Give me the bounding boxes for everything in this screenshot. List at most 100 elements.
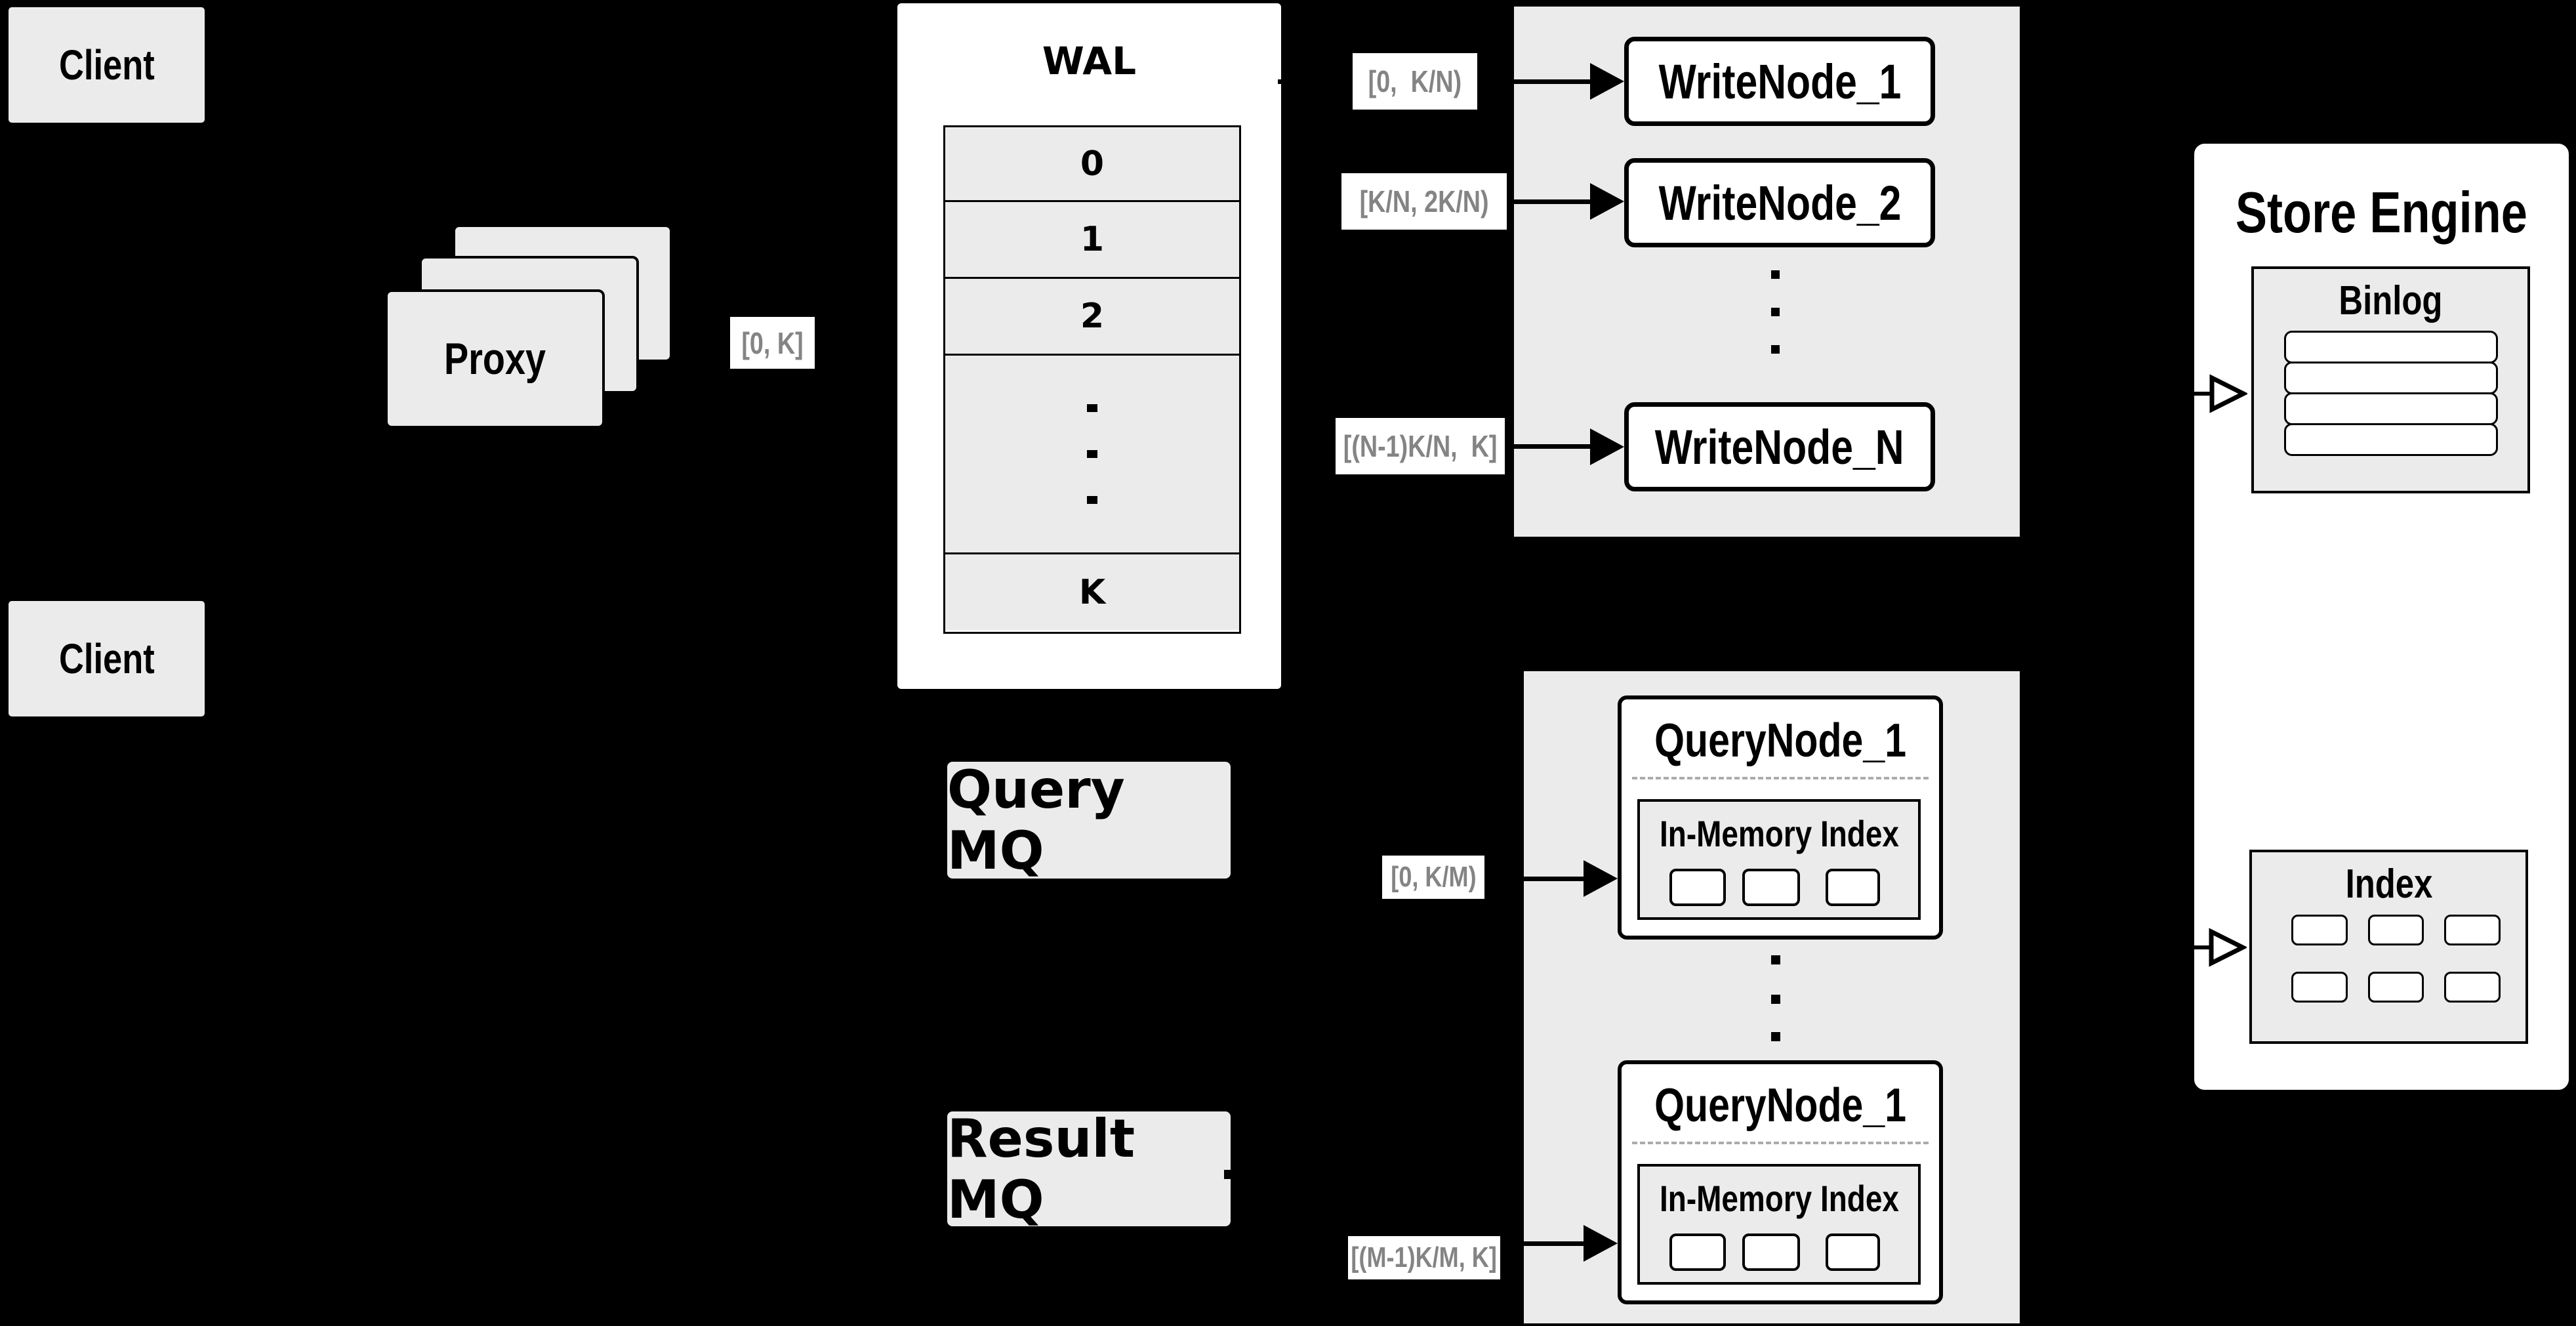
binlog-title-row: Binlog bbox=[2254, 269, 2527, 332]
wal-segment-label: 1 bbox=[1080, 220, 1105, 259]
writenode-n-label: WriteNode_N bbox=[1655, 419, 1904, 474]
write-range-label-3: [(N-1)K/N, K] bbox=[1336, 418, 1505, 474]
querynode-2-divider bbox=[1632, 1142, 1929, 1144]
in-memory-index-title-row: In-Memory Index bbox=[1640, 1167, 1918, 1230]
vertical-ellipsis-icon bbox=[1087, 404, 1097, 412]
result-mq-label: Result MQ bbox=[947, 1108, 1135, 1230]
in-memory-index-box-1: In-Memory Index bbox=[1637, 799, 1921, 920]
index-segment-chip bbox=[1826, 869, 1880, 906]
query-mq-label: Query MQ bbox=[947, 759, 1125, 881]
wal-segment-table: 0 1 2 K bbox=[943, 125, 1241, 634]
arrow-head-icon bbox=[1590, 428, 1624, 465]
open-arrow-head-icon bbox=[2209, 374, 2247, 413]
index-segment-chip bbox=[2368, 915, 2424, 945]
arrow-head-icon bbox=[1584, 860, 1618, 897]
write-range-label-2: [K/N, 2K/N) bbox=[1341, 173, 1507, 230]
index-segment-chip bbox=[1826, 1233, 1880, 1271]
write-range-label-1: [0, K/N) bbox=[1353, 53, 1477, 110]
index-segment-chip bbox=[2291, 972, 2348, 1003]
wal-ellipsis-row bbox=[945, 356, 1239, 554]
wal-box: WAL 0 1 2 K bbox=[897, 3, 1281, 689]
vertical-ellipsis-icon bbox=[1087, 496, 1097, 504]
arrow-head-icon bbox=[1590, 183, 1624, 220]
result-mq-box: Result MQ bbox=[947, 1108, 1231, 1230]
vertical-ellipsis-icon bbox=[1771, 955, 1780, 964]
query-range-label-2-text: [(M-1)K/M, K] bbox=[1351, 1241, 1498, 1274]
write-range-label-2-text: [K/N, 2K/N) bbox=[1359, 184, 1489, 218]
query-range-label-1-text: [0, K/M) bbox=[1390, 861, 1477, 893]
proxy-range-label: [0, K] bbox=[730, 317, 815, 369]
wal-segment-row: K bbox=[945, 554, 1239, 630]
proxy-range-label-text: [0, K] bbox=[741, 325, 804, 360]
index-segment-chip bbox=[2368, 972, 2424, 1003]
index-segment-chip bbox=[1742, 1233, 1800, 1271]
binlog-row bbox=[2284, 392, 2498, 425]
arrow-to-binlog bbox=[2152, 392, 2212, 396]
client-box-bottom: Client bbox=[7, 599, 207, 718]
querynode-1-title: QueryNode_1 bbox=[1654, 715, 1906, 767]
in-memory-index-label-2: In-Memory Index bbox=[1659, 1177, 1899, 1219]
binlog-title: Binlog bbox=[2339, 278, 2443, 323]
result-mq-arrow-tick bbox=[1224, 1170, 1231, 1179]
querynode-2-title: QueryNode_1 bbox=[1654, 1079, 1906, 1132]
wal-segment-label: 0 bbox=[1080, 144, 1105, 184]
wal-segment-row: 1 bbox=[945, 202, 1239, 279]
index-segment-chip bbox=[1669, 869, 1726, 906]
arrow-to-writenode-n bbox=[1505, 444, 1590, 449]
client-box-top: Client bbox=[7, 5, 207, 125]
vertical-ellipsis-icon bbox=[1771, 270, 1780, 279]
query-mq-box: Query MQ bbox=[947, 759, 1231, 881]
binlog-row bbox=[2284, 423, 2498, 456]
arrow-to-index bbox=[2152, 945, 2211, 949]
binlog-row bbox=[2284, 362, 2498, 394]
wal-segment-row: 0 bbox=[945, 127, 1239, 202]
query-range-label-1: [0, K/M) bbox=[1382, 856, 1484, 899]
wal-segment-label: 2 bbox=[1080, 297, 1105, 336]
writenode-1-label: WriteNode_1 bbox=[1658, 54, 1901, 109]
writenode-1-box: WriteNode_1 bbox=[1624, 37, 1935, 126]
open-arrow-head-icon bbox=[2209, 928, 2247, 967]
store-engine-title-row: Store Engine bbox=[2194, 170, 2569, 255]
vertical-ellipsis-icon bbox=[1771, 308, 1780, 316]
index-segment-chip bbox=[2444, 915, 2501, 945]
vertical-ellipsis-icon bbox=[1771, 1032, 1780, 1041]
index-title-row: Index bbox=[2252, 852, 2525, 915]
arrow-head-icon bbox=[1584, 1225, 1618, 1262]
proxy-front-card: Proxy bbox=[385, 289, 605, 428]
writenode-2-box: WriteNode_2 bbox=[1624, 158, 1935, 247]
store-engine-box: Store Engine Binlog Index bbox=[2192, 141, 2571, 1092]
write-range-label-1-text: [0, K/N) bbox=[1368, 64, 1462, 98]
querynode-1-title-row: QueryNode_1 bbox=[1622, 699, 1939, 782]
index-segment-chip bbox=[1742, 869, 1800, 906]
arrow-to-querynode-1 bbox=[1484, 877, 1584, 881]
querynode-2-title-row: QueryNode_1 bbox=[1622, 1064, 1939, 1147]
index-segment-chip bbox=[2291, 915, 2348, 945]
arrow-to-querynode-2 bbox=[1500, 1241, 1584, 1246]
vertical-ellipsis-icon bbox=[1771, 995, 1780, 1004]
writenode-2-label: WriteNode_2 bbox=[1658, 175, 1901, 230]
querynode-1-divider bbox=[1632, 777, 1929, 779]
querynode-2-box: QueryNode_1 In-Memory Index bbox=[1618, 1060, 1943, 1304]
binlog-box: Binlog bbox=[2251, 266, 2530, 493]
wal-title: WAL bbox=[897, 28, 1281, 94]
index-title: Index bbox=[2345, 861, 2432, 907]
querynode-1-box: QueryNode_1 In-Memory Index bbox=[1618, 695, 1943, 940]
in-memory-index-title-row: In-Memory Index bbox=[1640, 802, 1918, 865]
wal-segment-label: K bbox=[1078, 572, 1106, 612]
writenode-n-box: WriteNode_N bbox=[1624, 402, 1935, 491]
index-segment-chip bbox=[2444, 972, 2501, 1003]
store-engine-title: Store Engine bbox=[2235, 180, 2528, 245]
client-top-label: Client bbox=[58, 41, 155, 89]
arrow-head-icon bbox=[1590, 63, 1624, 100]
write-range-label-3-text: [(N-1)K/N, K] bbox=[1343, 429, 1498, 463]
client-bottom-label: Client bbox=[58, 635, 155, 682]
index-box: Index bbox=[2249, 850, 2528, 1044]
arrow-to-writenode-2 bbox=[1507, 199, 1590, 204]
vertical-ellipsis-icon bbox=[1087, 450, 1097, 458]
proxy-label: Proxy bbox=[444, 334, 546, 384]
wal-title-text: WAL bbox=[1042, 39, 1137, 83]
in-memory-index-box-2: In-Memory Index bbox=[1637, 1164, 1921, 1285]
in-memory-index-label-1: In-Memory Index bbox=[1659, 812, 1899, 854]
index-segment-chip bbox=[1669, 1233, 1726, 1271]
